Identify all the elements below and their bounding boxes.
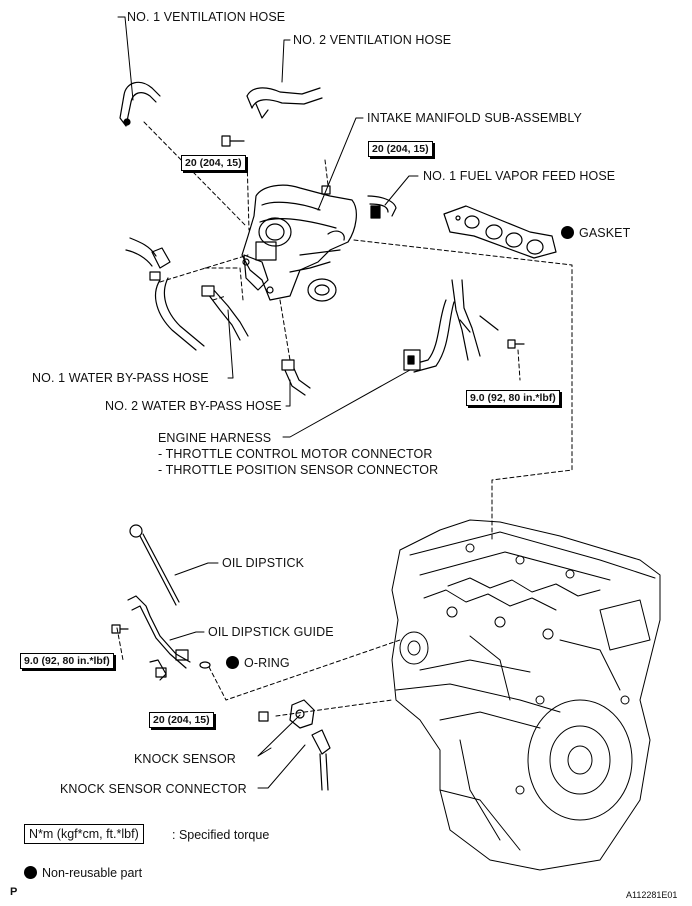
legend-torque-text: : Specified torque xyxy=(172,828,270,842)
coolant-hoses-left xyxy=(125,237,205,351)
label-oil-dipstick-guide: OIL DIPSTICK GUIDE xyxy=(208,625,334,639)
label-intake-manifold: INTAKE MANIFOLD SUB-ASSEMBLY xyxy=(367,111,582,125)
torque-nut-knock-sensor: 20 (204, 15) xyxy=(149,712,216,730)
label-engine-harness: ENGINE HARNESS xyxy=(158,431,272,445)
alignment-dashed-lines xyxy=(116,121,573,717)
page-mark: P xyxy=(10,886,18,898)
leader-lines xyxy=(117,16,419,789)
water-bypass-hose-2-part xyxy=(281,359,311,396)
label-oil-dipstick: OIL DIPSTICK xyxy=(222,556,305,570)
engine-block-part xyxy=(391,519,661,871)
torque-bolt-manifold-right: 20 (204, 15) xyxy=(368,141,435,159)
label-knock-sensor-connector: KNOCK SENSOR CONNECTOR xyxy=(60,782,247,796)
nonreusable-dot-icon xyxy=(561,226,574,239)
legend-nonreusable: Non-reusable part xyxy=(24,866,142,880)
label-o-ring: O-RING xyxy=(226,656,290,670)
torque-bolt-harness: 9.0 (92, 80 in.*lbf) xyxy=(466,390,562,408)
label-throttle-sensor-connector: - THROTTLE POSITION SENSOR CONNECTOR xyxy=(158,463,439,477)
water-bypass-hose-1-part xyxy=(201,285,249,341)
label-water-bypass-2: NO. 2 WATER BY-PASS HOSE xyxy=(105,399,282,413)
o-ring-part xyxy=(199,661,211,669)
intake-manifold-part xyxy=(241,184,357,302)
knock-sensor-part xyxy=(289,699,315,729)
label-gasket: GASKET xyxy=(561,226,630,240)
torque-bolt-dipstick-guide: 9.0 (92, 80 in.*lbf) xyxy=(20,653,116,671)
label-throttle-motor-connector: - THROTTLE CONTROL MOTOR CONNECTOR xyxy=(158,447,433,461)
label-water-bypass-1: NO. 1 WATER BY-PASS HOSE xyxy=(32,371,209,385)
vent-hose-1-part xyxy=(119,81,161,127)
fuel-vapor-hose-part xyxy=(367,195,397,219)
oil-dipstick-part xyxy=(129,524,180,606)
oil-dipstick-guide-part xyxy=(127,595,191,681)
vent-hose-2-part xyxy=(246,87,323,119)
bolt-parts xyxy=(111,135,525,722)
label-knock-sensor: KNOCK SENSOR xyxy=(134,752,236,766)
knock-sensor-connector-part xyxy=(311,729,331,791)
label-vent-hose-2: NO. 2 VENTILATION HOSE xyxy=(293,33,452,47)
figure-id: A112281E01 xyxy=(626,890,678,900)
nonreusable-dot-icon xyxy=(226,656,239,669)
label-vent-hose-1: NO. 1 VENTILATION HOSE xyxy=(127,10,286,24)
gasket-part xyxy=(443,205,557,259)
torque-bolt-manifold-left: 20 (204, 15) xyxy=(181,155,248,173)
label-fuel-vapor-hose: NO. 1 FUEL VAPOR FEED HOSE xyxy=(423,169,616,183)
legend-torque-box: N*m (kgf*cm, ft.*lbf) xyxy=(24,824,144,844)
nonreusable-dot-icon xyxy=(24,866,37,879)
engine-harness-part xyxy=(403,279,499,373)
